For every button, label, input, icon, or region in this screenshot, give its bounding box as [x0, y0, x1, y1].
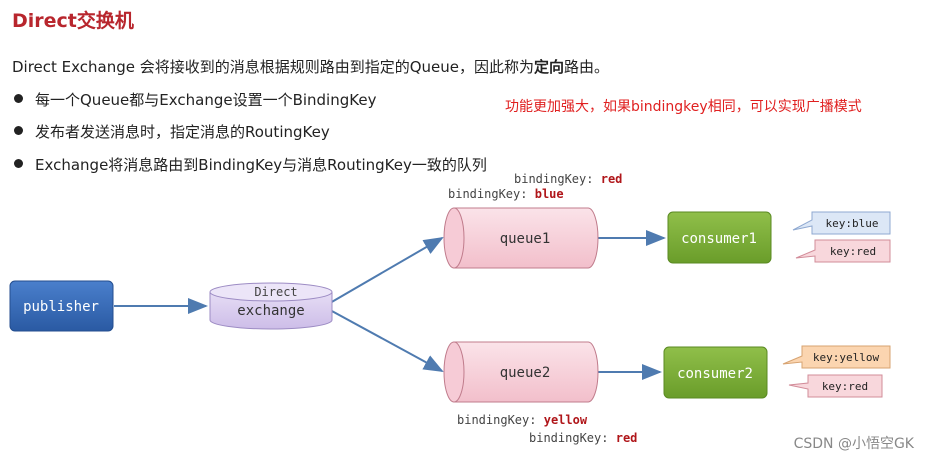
consumer2-label: consumer2: [677, 366, 753, 382]
bullet-item: 发布者发送消息时，指定消息的RoutingKey: [14, 121, 330, 142]
binding-key-label: bindingKey: red: [514, 172, 622, 186]
binding-key-value: yellow: [543, 413, 588, 427]
key-callout: key:red: [788, 374, 883, 398]
key-callout: key:red: [795, 239, 891, 263]
key-callout-label: key:blue: [826, 217, 879, 230]
exchange-node: Direct exchange: [209, 282, 333, 330]
exchange-type-label: Direct: [254, 285, 297, 299]
page-title: Direct交换机: [12, 10, 134, 32]
binding-key-value: red: [600, 172, 623, 186]
bullet-dot-icon: [14, 94, 23, 103]
consumer2-node: consumer2: [663, 346, 768, 399]
intro-text: Direct Exchange 会将接收到的消息根据规则路由到指定的Queue，…: [12, 56, 609, 77]
red-note: 功能更加强大，如果bindingkey相同，可以实现广播模式: [505, 99, 862, 115]
key-callout: key:blue: [792, 211, 891, 235]
binding-key-prefix: bindingKey:: [448, 187, 528, 201]
binding-key-label: bindingKey: yellow: [457, 413, 587, 427]
binding-key-value: blue: [534, 187, 564, 201]
key-callout-label: key:red: [830, 245, 876, 258]
binding-key-prefix: bindingKey:: [514, 172, 594, 186]
publisher-label: publisher: [23, 299, 99, 315]
queue2-label: queue2: [500, 365, 551, 381]
bullet-text: 发布者发送消息时，指定消息的RoutingKey: [35, 123, 330, 141]
bullet-item: 每一个Queue都与Exchange设置一个BindingKey: [14, 89, 376, 110]
binding-key-prefix: bindingKey:: [457, 413, 537, 427]
consumer1-node: consumer1: [667, 211, 772, 264]
arrow-exchange-queue1: [329, 236, 444, 304]
binding-key-value: red: [615, 431, 638, 445]
queue1-node: queue1: [443, 207, 599, 269]
intro-prefix: Direct Exchange 会将接收到的消息根据规则路由到指定的Queue，…: [12, 58, 535, 76]
publisher-node: publisher: [9, 280, 114, 332]
bullet-dot-icon: [14, 126, 23, 135]
watermark: CSDN @小悟空GK: [793, 436, 914, 452]
key-callout-label: key:red: [822, 380, 868, 393]
bullet-item: Exchange将消息路由到BindingKey与消息RoutingKey一致的…: [14, 154, 487, 175]
intro-suffix: 路由。: [564, 58, 610, 76]
binding-key-label: bindingKey: red: [529, 431, 637, 445]
binding-key-prefix: bindingKey:: [529, 431, 609, 445]
key-callout-label: key:yellow: [813, 351, 880, 364]
key-callout: key:yellow: [782, 345, 891, 369]
binding-key-label: bindingKey: blue: [448, 187, 564, 201]
intro-bold: 定向: [534, 58, 565, 76]
bullet-dot-icon: [14, 159, 23, 168]
exchange-label: exchange: [237, 303, 304, 319]
consumer1-label: consumer1: [681, 231, 757, 247]
bullet-text: Exchange将消息路由到BindingKey与消息RoutingKey一致的…: [35, 156, 487, 174]
queue2-node: queue2: [443, 341, 599, 403]
queue1-label: queue1: [500, 231, 551, 247]
arrow-exchange-queue2: [329, 309, 444, 372]
bullet-text: 每一个Queue都与Exchange设置一个BindingKey: [35, 91, 377, 109]
